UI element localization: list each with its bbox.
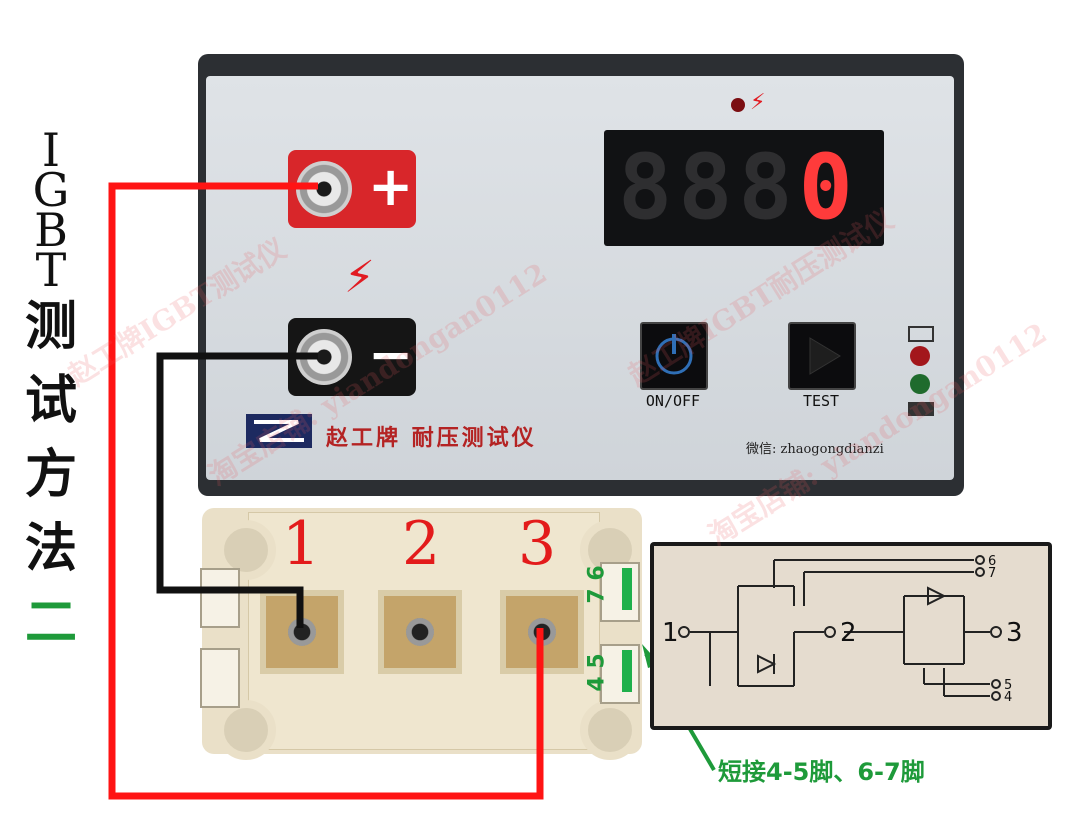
- title-letter: G: [32, 163, 70, 217]
- connector: [600, 644, 640, 704]
- display-digits: 8880: [618, 138, 859, 238]
- terminal-number: 2: [402, 509, 441, 579]
- red-wire: [108, 182, 544, 800]
- schematic-pin: 3: [1006, 618, 1023, 648]
- status-led-green: [910, 374, 930, 394]
- digit: 8: [678, 135, 739, 240]
- mount-hole: [580, 700, 640, 760]
- title-char: 测: [24, 296, 77, 357]
- schematic-panel: 1 2 3 6 7 5 4: [654, 546, 1048, 726]
- brand-logo: [246, 414, 312, 448]
- title-char: 法: [24, 518, 77, 579]
- igbt-schematic: 1 2 3 6 7 5 4: [662, 554, 1023, 705]
- connector: [200, 568, 240, 628]
- status-led-red: [910, 346, 930, 366]
- method-number: 二: [24, 592, 77, 653]
- battery-charge-icon: [908, 326, 934, 342]
- title-letter: T: [35, 243, 67, 297]
- lightning-bolt-icon: ⚡: [344, 252, 375, 303]
- short-jumper: [622, 650, 632, 692]
- black-wire: [156, 352, 318, 628]
- wechat-text: 微信: zhaogongdianzi: [746, 442, 884, 457]
- brand-text: 赵工牌 耐压测试仪: [326, 425, 537, 451]
- small-bolt-icon: ⚡: [750, 90, 766, 115]
- short-jumper: [622, 568, 632, 610]
- mount-hole: [216, 700, 276, 760]
- title-char: 方: [24, 444, 77, 505]
- power-button[interactable]: [640, 322, 708, 390]
- test-button[interactable]: [788, 322, 856, 390]
- terminal-number: 1: [282, 509, 321, 579]
- schematic-pin: 4: [1004, 690, 1012, 705]
- digit-lit: 0: [798, 135, 859, 240]
- vertical-title: I G B T 测 试 方 法 二: [18, 123, 84, 660]
- negative-terminal[interactable]: −: [288, 318, 416, 396]
- title-letter: B: [34, 203, 68, 257]
- play-icon: [809, 337, 841, 375]
- power-button-label: ON/OFF: [645, 392, 701, 410]
- terminal-pad-2: [378, 590, 462, 674]
- terminal-number: 3: [518, 509, 557, 579]
- title-char: 试: [24, 370, 77, 431]
- schematic-pin: 7: [988, 566, 996, 581]
- schematic-pin: 2: [840, 618, 857, 648]
- connector: [600, 562, 640, 622]
- battery-full-icon: [908, 402, 934, 416]
- title-letter: I: [41, 123, 61, 177]
- high-voltage-led: [731, 98, 745, 112]
- digit: 8: [618, 135, 679, 240]
- schematic-pin: 1: [662, 618, 679, 648]
- schematic-pin: 6: [988, 554, 996, 569]
- test-button-label: TEST: [802, 392, 840, 410]
- led-display: 8880: [604, 130, 884, 246]
- plus-sign: +: [368, 155, 414, 218]
- schematic-pin: 5: [1004, 678, 1012, 693]
- connector: [200, 648, 240, 708]
- power-icon: [655, 334, 693, 375]
- digit: 8: [738, 135, 799, 240]
- short-pins-caption: 短接4-5脚、6-7脚: [718, 758, 925, 786]
- minus-sign: −: [368, 323, 414, 386]
